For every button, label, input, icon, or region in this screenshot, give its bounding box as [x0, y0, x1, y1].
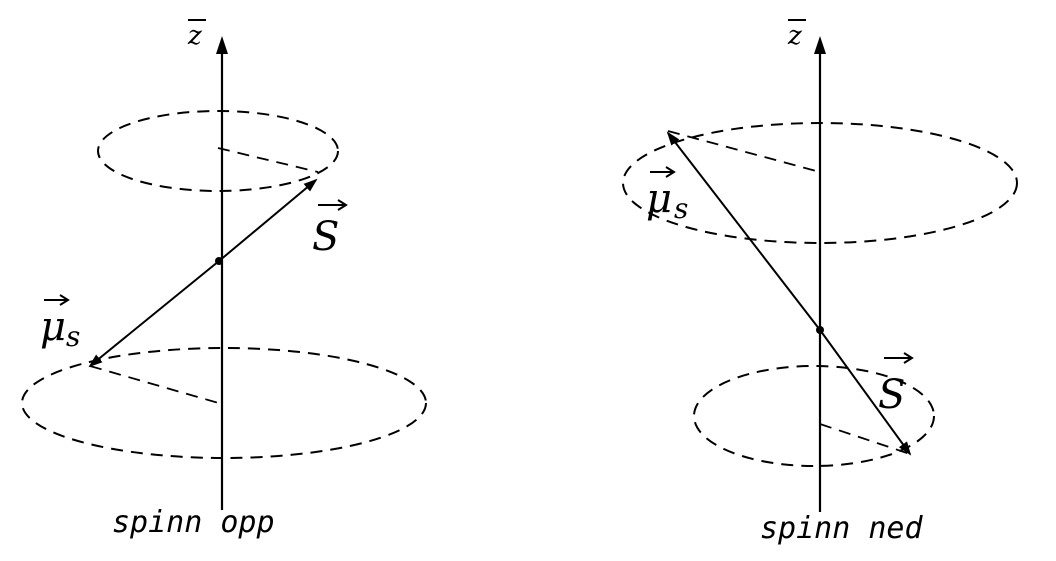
left-moment-label: μ	[40, 304, 66, 350]
right-upper-radius-line	[667, 130, 821, 173]
left-moment-vector-arrow-icon	[59, 294, 70, 306]
right-panel: z μ s S spinn ned	[622, 19, 1018, 546]
left-caption: spinn opp	[112, 505, 275, 540]
right-moment-vector	[666, 131, 821, 331]
right-z-axis-arrow-icon	[814, 36, 826, 54]
left-moment-subscript: s	[66, 320, 80, 353]
left-z-axis-arrow-icon	[216, 36, 228, 54]
left-panel: z S μ s spinn opp	[21, 19, 427, 540]
right-moment-subscript: s	[674, 192, 688, 225]
right-upper-precession-ellipse	[622, 122, 1018, 244]
left-lower-radius-line	[89, 365, 223, 405]
right-lower-radius-line	[819, 423, 911, 455]
left-spin-label: S	[312, 214, 339, 260]
right-z-label: z	[787, 21, 802, 51]
right-spin-vector	[819, 329, 912, 456]
right-moment-label: μ	[646, 176, 672, 222]
left-spin-vector-arrow-icon	[337, 199, 348, 211]
left-lower-precession-ellipse	[21, 347, 427, 459]
right-spin-label: S	[878, 372, 905, 418]
left-moment-vector	[88, 260, 220, 368]
left-upper-radius-line	[217, 147, 319, 173]
right-spin-vector-arrow-icon	[903, 352, 914, 364]
left-spin-vector	[218, 178, 318, 262]
left-z-label: z	[187, 21, 202, 51]
right-moment-vector-arrow-icon	[665, 166, 676, 178]
right-lower-precession-ellipse	[693, 365, 935, 467]
left-upper-precession-ellipse	[97, 110, 339, 192]
right-caption: spinn ned	[760, 511, 923, 546]
